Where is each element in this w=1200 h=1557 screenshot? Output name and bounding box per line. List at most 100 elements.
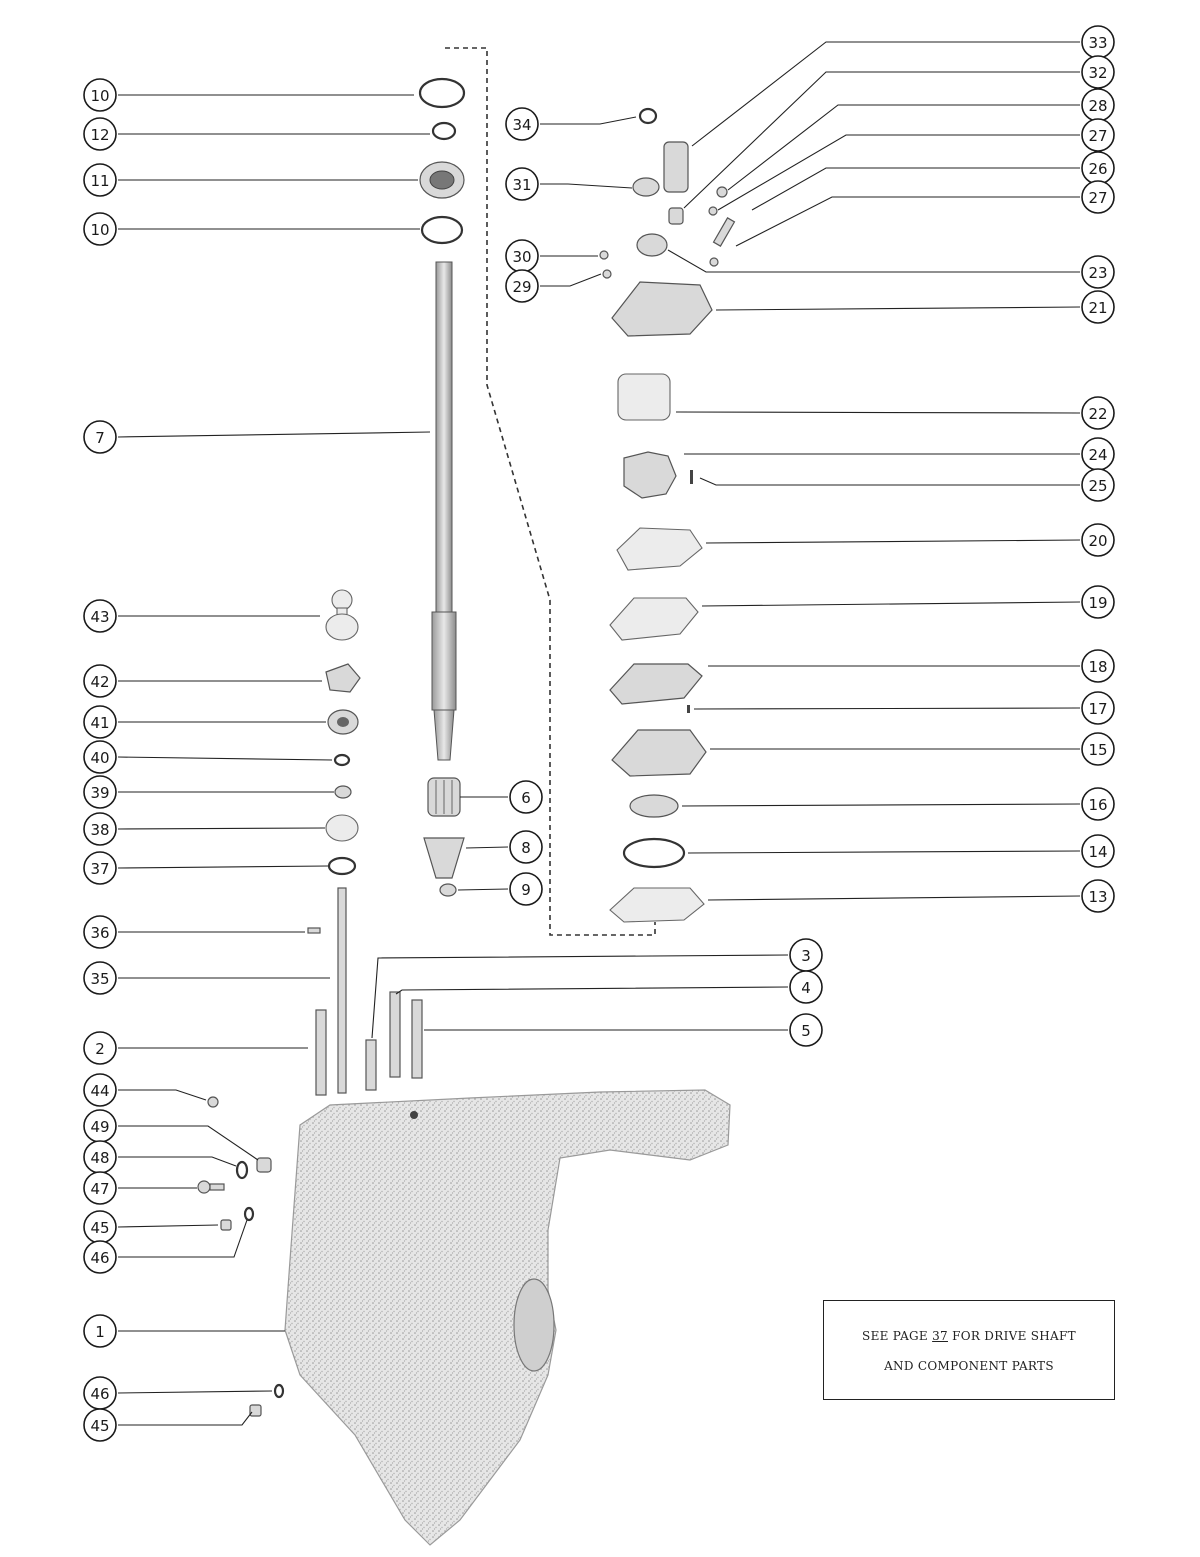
screw-26-part	[712, 217, 736, 247]
callout-circle	[1081, 396, 1115, 430]
callout-number: 30	[512, 248, 531, 266]
callout-circle	[83, 1171, 117, 1205]
shift-bushing-part	[327, 709, 359, 735]
gasket-18-part	[609, 663, 703, 705]
callout-drive-shaft: 7	[83, 420, 117, 454]
callout-stud-3: 3	[789, 938, 823, 972]
callout-washer-48: 48	[83, 1140, 117, 1174]
callout-pin-17: 17	[1081, 691, 1115, 725]
callout-o-ring-upper-top: 10	[83, 78, 117, 112]
callout-number: 19	[1088, 594, 1107, 612]
callout-number: 31	[512, 176, 531, 194]
callout-number: 49	[90, 1118, 109, 1136]
callout-number: 9	[521, 881, 531, 899]
callout-washer-46-upper: 46	[83, 1240, 117, 1274]
callout-circle	[83, 705, 117, 739]
note-line-2: AND COMPONENT PARTS	[884, 1359, 1054, 1373]
callout-o-ring-14: 14	[1081, 834, 1115, 868]
callout-number: 26	[1088, 160, 1107, 178]
callout-number: 11	[90, 172, 109, 190]
callout-washer-27-upper: 27	[1081, 118, 1115, 152]
callout-pump-body: 21	[1081, 290, 1115, 324]
leader-lines	[117, 41, 1081, 1426]
callout-circle	[83, 1408, 117, 1442]
needle-bearing-part	[427, 777, 461, 817]
callout-number: 32	[1088, 64, 1107, 82]
callout-nut-30: 30	[505, 239, 539, 273]
leader-washer-46-lower	[117, 1390, 273, 1394]
callout-number: 5	[801, 1022, 811, 1040]
callout-number: 43	[90, 608, 109, 626]
callout-number: 37	[90, 860, 109, 878]
callout-pin-36: 36	[83, 915, 117, 949]
shift-knob-part	[325, 589, 359, 641]
washer-39-part	[334, 785, 352, 799]
callout-circle	[509, 830, 543, 864]
callout-screw-45-upper: 45	[83, 1210, 117, 1244]
housing-hole	[410, 1111, 418, 1119]
leader-pin-17	[693, 707, 1081, 710]
callout-circle	[1081, 787, 1115, 821]
note-prefix: SEE PAGE	[862, 1329, 933, 1343]
callout-number: 47	[90, 1180, 109, 1198]
leader-pump-body	[715, 306, 1081, 311]
callout-screw-47: 47	[83, 1171, 117, 1205]
callout-circle	[83, 117, 117, 151]
callout-number: 28	[1088, 97, 1107, 115]
leader-washer-40	[117, 756, 333, 761]
callout-circle	[1081, 523, 1115, 557]
grommet-32-part	[668, 207, 684, 225]
callout-number: 45	[90, 1417, 109, 1435]
face-plate-part	[609, 597, 699, 641]
callout-gasket-20: 20	[1081, 523, 1115, 557]
callout-circle	[83, 212, 117, 246]
callout-circle	[83, 812, 117, 846]
propeller-shaft-bore	[513, 1278, 555, 1372]
leader-water-tube-seal	[691, 41, 1080, 147]
callout-number: 33	[1088, 34, 1107, 52]
callout-circle	[83, 1073, 117, 1107]
callout-washer-29: 29	[505, 269, 539, 303]
callout-circle	[1081, 468, 1115, 502]
washer-27-upper-part	[708, 206, 718, 216]
stud-4-part	[389, 991, 401, 1078]
callout-circle	[83, 78, 117, 112]
callout-o-ring-34: 34	[505, 107, 539, 141]
washer-48-part	[235, 1160, 249, 1180]
o-ring-34-part	[638, 107, 658, 125]
leader-gasket-13	[707, 895, 1081, 901]
pin-36-part	[307, 927, 321, 934]
callout-stud-5: 5	[789, 1013, 823, 1047]
leader-fitting-49	[118, 1125, 259, 1161]
leader-key-25	[699, 477, 1080, 486]
callout-number: 40	[90, 749, 109, 767]
callout-key-25: 25	[1081, 468, 1115, 502]
note-suffix: FOR DRIVE SHAFT	[947, 1329, 1076, 1343]
leader-washer-29	[540, 273, 602, 287]
callout-needle-bearing: 6	[509, 780, 543, 814]
callout-number: 46	[90, 1385, 109, 1403]
leader-o-ring-14	[687, 850, 1081, 854]
washer-40-part	[333, 753, 351, 767]
callout-number: 10	[90, 221, 109, 239]
callout-number: 35	[90, 970, 109, 988]
leader-stud-4	[395, 986, 789, 995]
callout-circle	[1081, 879, 1115, 913]
leader-pinion-gear	[465, 846, 509, 849]
note-page-number: 37	[932, 1329, 948, 1343]
pump-body-part	[611, 281, 713, 337]
callout-gasket-13: 13	[1081, 879, 1115, 913]
callout-washer-27-lower: 27	[1081, 180, 1115, 214]
nut-28-part	[716, 186, 728, 198]
callout-stud-4: 4	[789, 970, 823, 1004]
assembly-dashed-line	[445, 47, 656, 936]
oil-seal-part	[629, 794, 679, 818]
callout-number: 6	[521, 789, 531, 807]
callout-circle	[789, 970, 823, 1004]
callout-number: 13	[1088, 888, 1107, 906]
callout-number: 25	[1088, 477, 1107, 495]
callout-circle	[789, 1013, 823, 1047]
callout-number: 44	[90, 1082, 109, 1100]
leader-pump-insert	[675, 411, 1081, 414]
callout-shift-seal: 38	[83, 812, 117, 846]
